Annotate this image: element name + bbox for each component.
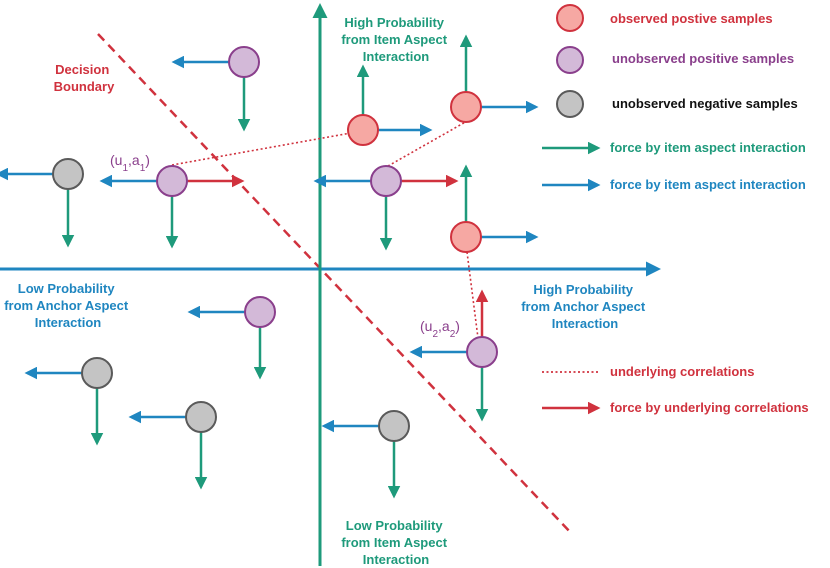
y-axis-top-label: High Probability from Item Aspect Intera… xyxy=(341,15,450,64)
legend-item-force-label: force by item aspect interaction xyxy=(610,140,806,155)
positive-sample-node xyxy=(370,165,402,197)
correlation-line xyxy=(171,130,363,166)
positive-sample-node xyxy=(466,336,498,368)
force-arrows xyxy=(0,34,539,499)
legend-unobserved-negative-marker xyxy=(556,90,584,118)
decision-boundary-line xyxy=(97,33,573,535)
legend-underlying-force-label: force by underlying correlations xyxy=(610,400,809,415)
positive-sample-node xyxy=(156,165,188,197)
positive-sample-node xyxy=(244,296,276,328)
x-axis-left-label: Low Probability from Anchor Aspect Inter… xyxy=(4,281,132,330)
negative-sample-node xyxy=(81,357,113,389)
legend-observed-positive-label: observed postive samples xyxy=(610,11,773,26)
legend-observed-positive-marker xyxy=(556,4,584,32)
pair-label-u1-a1: (u1,a1) xyxy=(110,152,150,174)
decision-boundary-label: Decision Boundary xyxy=(54,62,115,94)
legend-underlying-label: underlying correlations xyxy=(610,364,754,379)
sample-nodes xyxy=(52,46,498,442)
correlation-line xyxy=(466,251,479,339)
positive-sample-node xyxy=(228,46,260,78)
pair-label-u2-a2: (u2,a2) xyxy=(420,318,460,340)
negative-sample-node xyxy=(52,158,84,190)
x-axis-right-label: High Probability from Anchor Aspect Inte… xyxy=(521,282,649,331)
legend-unobserved-positive-marker xyxy=(556,46,584,74)
legend: observed postive samples unobserved posi… xyxy=(542,4,809,415)
legend-unobserved-positive-label: unobserved positive samples xyxy=(612,51,794,66)
negative-sample-node xyxy=(185,401,217,433)
correlation-line xyxy=(387,115,477,167)
negative-sample-node xyxy=(378,410,410,442)
legend-unobserved-negative-label: unobserved negative samples xyxy=(612,96,798,111)
legend-anchor-force-label: force by item aspect interaction xyxy=(610,177,806,192)
observed-sample-node xyxy=(450,221,482,253)
observed-sample-node xyxy=(450,91,482,123)
observed-sample-node xyxy=(347,114,379,146)
y-axis-bottom-label: Low Probability from Item Aspect Interac… xyxy=(341,518,450,567)
